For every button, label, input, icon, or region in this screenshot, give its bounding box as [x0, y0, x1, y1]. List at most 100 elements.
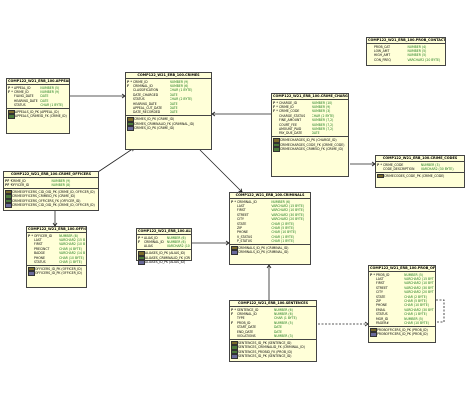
constraint-row[interactable]: SENTENCES_ID_PK (SENTENCE_ID)	[231, 354, 315, 359]
constraint-row[interactable]: APPEALS_CRIMEID_FK (CRIME_ID)	[8, 114, 68, 119]
constraint-row[interactable]: SENTENCES_CRIMINALID_FK (CRIMINAL_ID)	[231, 345, 315, 350]
constraint-row[interactable]: CRIMECHARGES_CODE_FK (CRIME_CODE)	[273, 142, 347, 148]
constraint-row[interactable]: CRIMEOFFICERS_CID_OID_PK (CRIME_ID, OFFI…	[5, 203, 97, 208]
constraint-row[interactable]: SENTENCES_ID_PK (SENTENCE_ID)	[231, 340, 315, 346]
constraint-row[interactable]: PROBOFFICERS_ID_PK (PROB_ID)	[370, 332, 434, 337]
constraint-row[interactable]: ALIASES_ID_PK (ALIAS_ID)	[138, 251, 190, 256]
constraint-row[interactable]: CRIMES_ID_PK (CRIME_ID)	[127, 117, 210, 122]
constraint-row[interactable]: ALIASES_ID_PK (ALIAS_ID)	[138, 260, 190, 265]
constraint-row[interactable]: CRIMINALS_ID_PK (CRIMINAL_ID)	[231, 250, 309, 256]
constraint-row[interactable]: CRIMECHARGES_CRIMEID_FK (CRIME_ID)	[273, 147, 347, 152]
constraint-row[interactable]: CRIMECHARGES_ID_PK (CHARGE_ID)	[273, 138, 347, 143]
constraint-row[interactable]: CRIMES_ID_PK (CRIME_ID)	[127, 126, 210, 131]
constraint-row[interactable]: CRIMEOFFICERS_CID_OID_PK (CRIME_ID, OFFI…	[5, 189, 97, 195]
constraint-row[interactable]: CRIMINALS_ID_PK (CRIMINAL_ID)	[231, 245, 309, 251]
constraint-row[interactable]: CRIMECODES_CODE_PK (CRIME_CODE)	[377, 173, 463, 179]
table-aliases[interactable]: COMP122_W21_ERB_100.ALIASESP *ALIAS_IDNU…	[136, 228, 192, 265]
constraint-row[interactable]: OFFICERS_ID_PK (OFFICER_ID)	[28, 271, 85, 276]
constraint-row[interactable]: CRIMEOFFICERS_OFFICERS_FK (OFFICER_ID)	[5, 198, 97, 204]
constraint-row[interactable]: ALIASES_CRIMINALID_FK (CRIMINAL_ID)	[138, 255, 190, 261]
constraint-row[interactable]: OFFICERS_ID_PK (OFFICER_ID)	[28, 266, 85, 272]
constraint-row[interactable]: SENTENCES_PROBID_FK (PROB_ID)	[231, 349, 315, 355]
column-row[interactable]: PAGER#CHAR (10 BYTE)	[370, 321, 434, 325]
constraint-row[interactable]: PROBOFFICERS_ID_PK (PROB_ID)	[370, 327, 434, 333]
constraint-row[interactable]: CRIMES_CRIMINALID_FK (CRIMINAL_ID)	[127, 121, 210, 127]
constraint-row[interactable]: CRIMEOFFICERS_CRIMEID_FK (CRIME_ID)	[5, 194, 97, 199]
constraint-row[interactable]: APPEALS_ID_PK (APPEAL_ID)	[8, 109, 68, 115]
